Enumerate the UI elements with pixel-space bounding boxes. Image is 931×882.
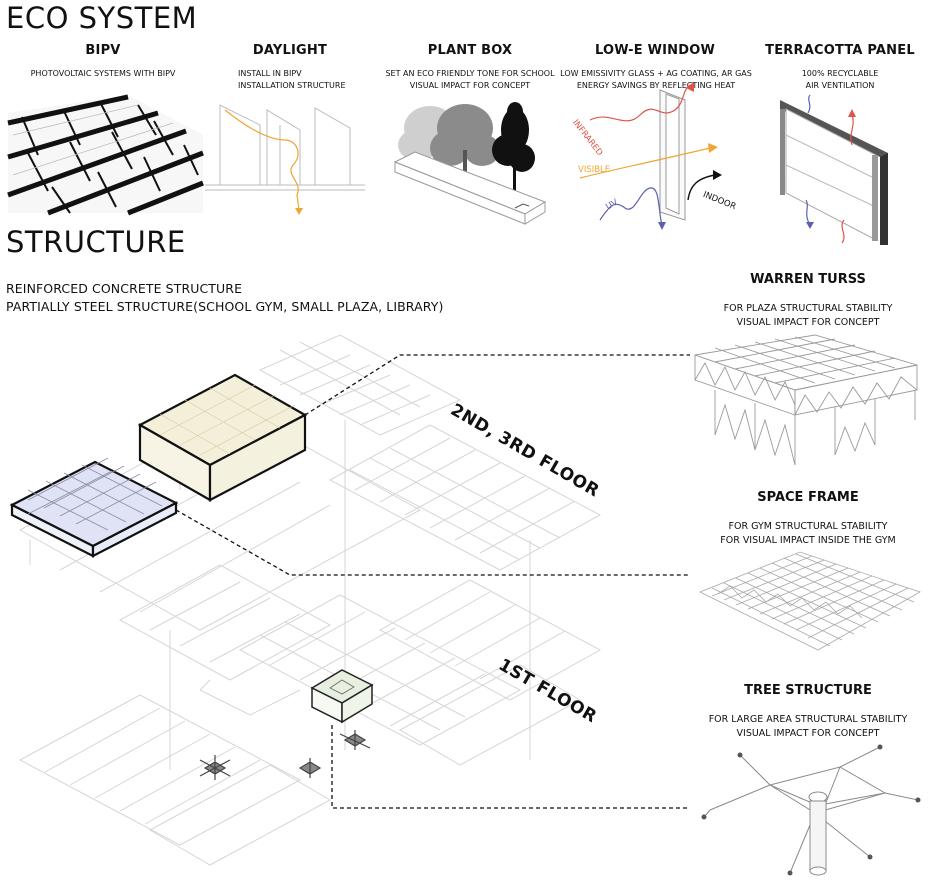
- library-box: [310, 669, 374, 724]
- structure-title: STRUCTURE: [6, 225, 186, 259]
- plant-box-illustration: [393, 102, 547, 225]
- visible-ray: [579, 147, 711, 179]
- tree-structure-title: TREE STRUCTURE: [744, 683, 872, 698]
- low-e-window-desc: LOW EMISSIVITY GLASS + AG COATING, AR GA…: [560, 69, 752, 90]
- low-e-window-title: LOW-E WINDOW: [594, 43, 716, 58]
- indoor-arrow: [687, 174, 716, 201]
- space-frame-title: SPACE FRAME: [757, 490, 859, 505]
- infrared-ray: [589, 84, 691, 122]
- uv-ray: [599, 187, 663, 226]
- bipv-panel-illustration: [7, 94, 204, 216]
- plant-box-title: PLANT BOX: [427, 43, 513, 58]
- terracotta-panel-illustration: [780, 94, 888, 245]
- low-e-window-illustration: [579, 82, 722, 230]
- tree-structure-desc: FOR LARGE AREA STRUCTURAL STABILITY VISU…: [708, 714, 908, 739]
- space-frame-illustration: [699, 551, 921, 651]
- structure-description: REINFORCED CONCRETE STRUCTURE PARTIALLY …: [6, 281, 444, 314]
- warren-truss-illustration: [694, 334, 918, 466]
- warren-truss-title: WARREN TURSS: [750, 272, 866, 287]
- visible-label: VISIBLE: [578, 165, 611, 175]
- bipv-title: BIPV: [85, 43, 121, 58]
- plant-box-desc: SET AN ECO FRIENDLY TONE FOR SCHOOL VISU…: [385, 69, 555, 90]
- plaza-box: [137, 373, 308, 502]
- leader-lines: [175, 354, 690, 809]
- gym-box: [9, 460, 179, 558]
- terracotta-title: TERRACOTTA PANEL: [765, 43, 915, 58]
- building-axonometric: [9, 334, 690, 866]
- tree-structure-illustration: [701, 744, 921, 876]
- space-frame-desc: FOR GYM STRUCTURAL STABILITY FOR VISUAL …: [720, 521, 896, 546]
- daylight-desc: INSTALL IN BIPV INSTALLATION STRUCTURE: [238, 69, 346, 90]
- terracotta-desc: 100% RECYCLABLE AIR VENTILATION: [801, 69, 879, 90]
- bipv-desc: PHOTOVOLTAIC SYSTEMS WITH BIPV: [30, 69, 176, 78]
- tree-structure-markers: [199, 730, 371, 780]
- daylight-title: DAYLIGHT: [252, 43, 328, 58]
- eco-system-title: ECO SYSTEM: [6, 1, 198, 35]
- sunlight-ray: [224, 109, 300, 211]
- daylight-illustration: [205, 104, 365, 215]
- warren-truss-desc: FOR PLAZA STRUCTURAL STABILITY VISUAL IM…: [723, 303, 893, 328]
